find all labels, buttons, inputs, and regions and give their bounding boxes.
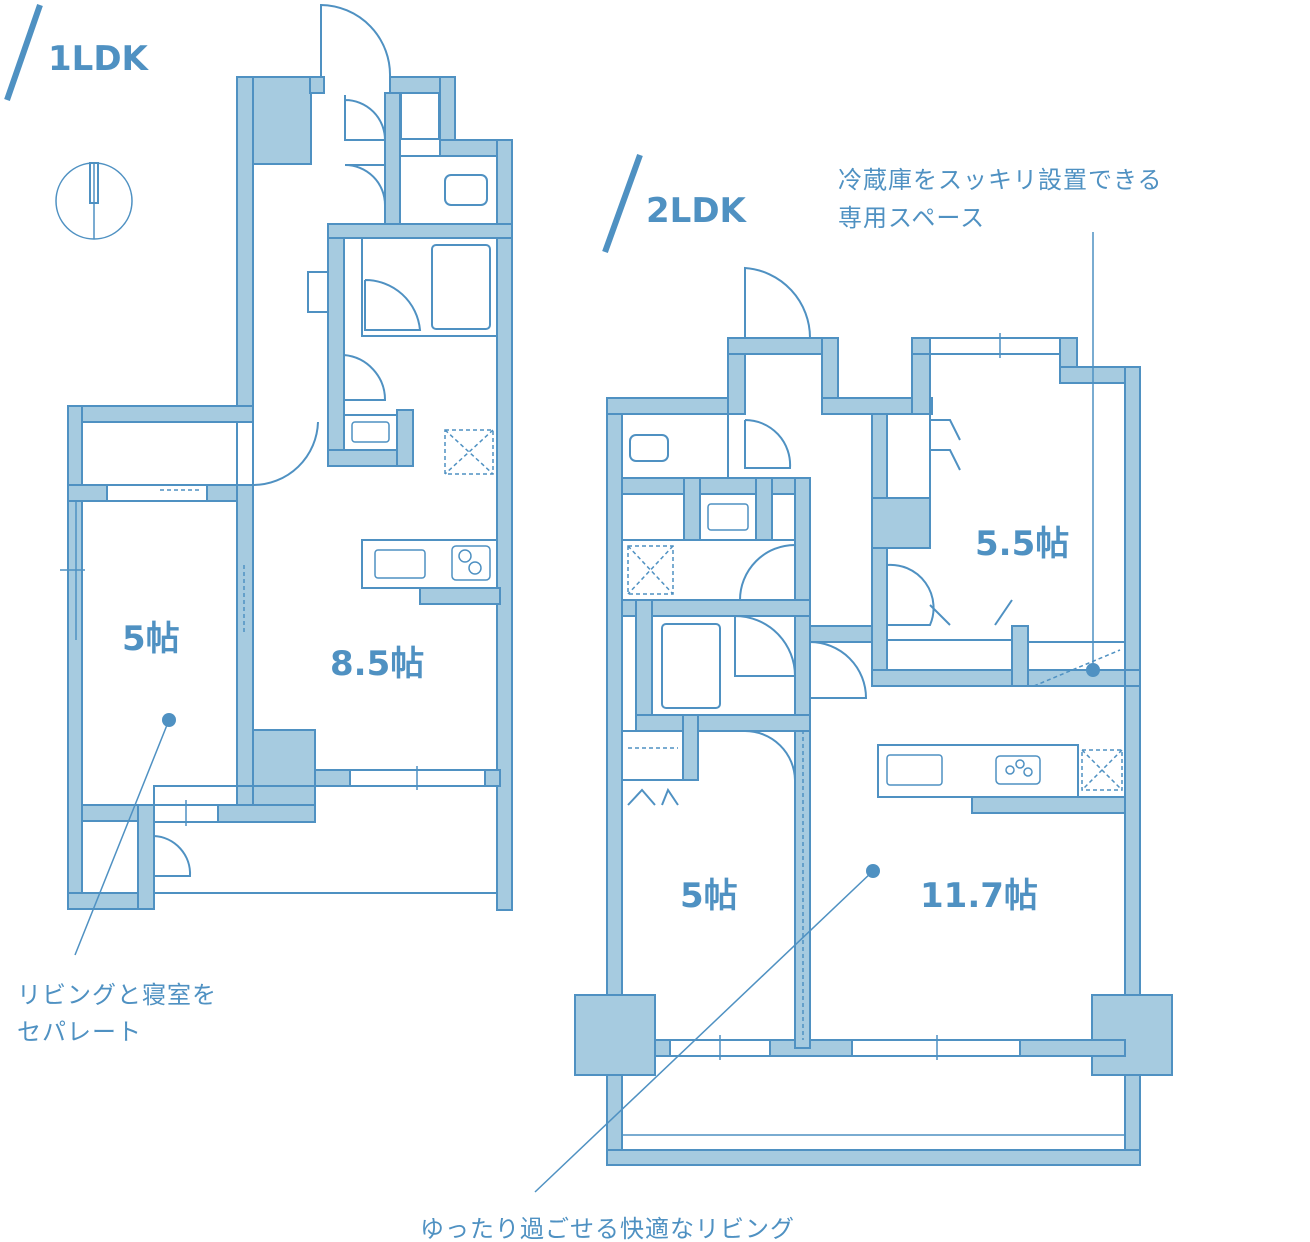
callout-living (534, 864, 880, 1193)
doors-1ldk (60, 3, 486, 877)
callout-fridge (1086, 232, 1100, 677)
compass-icon (55, 162, 133, 240)
title-1ldk: 1LDK (48, 39, 150, 79)
room-living-2ldk: 11.7帖 (920, 876, 1038, 916)
note-1ldk-line1: リビングと寝室を (17, 981, 217, 1009)
title-2ldk: 2LDK (646, 191, 748, 231)
note-fridge-line1: 冷蔵庫をスッキリ設置できる (838, 166, 1163, 194)
plan-1ldk: 1LDK (4, 3, 513, 1046)
note-living-2ldk: ゆったり過ごせる快適なリビング (420, 1215, 795, 1242)
callout-1ldk (74, 713, 176, 956)
title-slash-2ldk (602, 153, 643, 254)
room-bedroom-1ldk: 5帖 (122, 619, 180, 659)
plan-2ldk: 2LDK 冷蔵庫をスッキリ設置できる 専用スペース (420, 153, 1173, 1242)
doors-2ldk (621, 266, 1125, 1150)
note-1ldk-line2: セパレート (17, 1018, 142, 1046)
room-a-2ldk: 5.5帖 (975, 524, 1069, 564)
title-slash-1ldk (4, 4, 43, 101)
note-fridge-line2: 専用スペース (838, 204, 985, 232)
room-living-1ldk: 8.5帖 (330, 644, 424, 684)
room-b-2ldk: 5帖 (680, 876, 738, 916)
